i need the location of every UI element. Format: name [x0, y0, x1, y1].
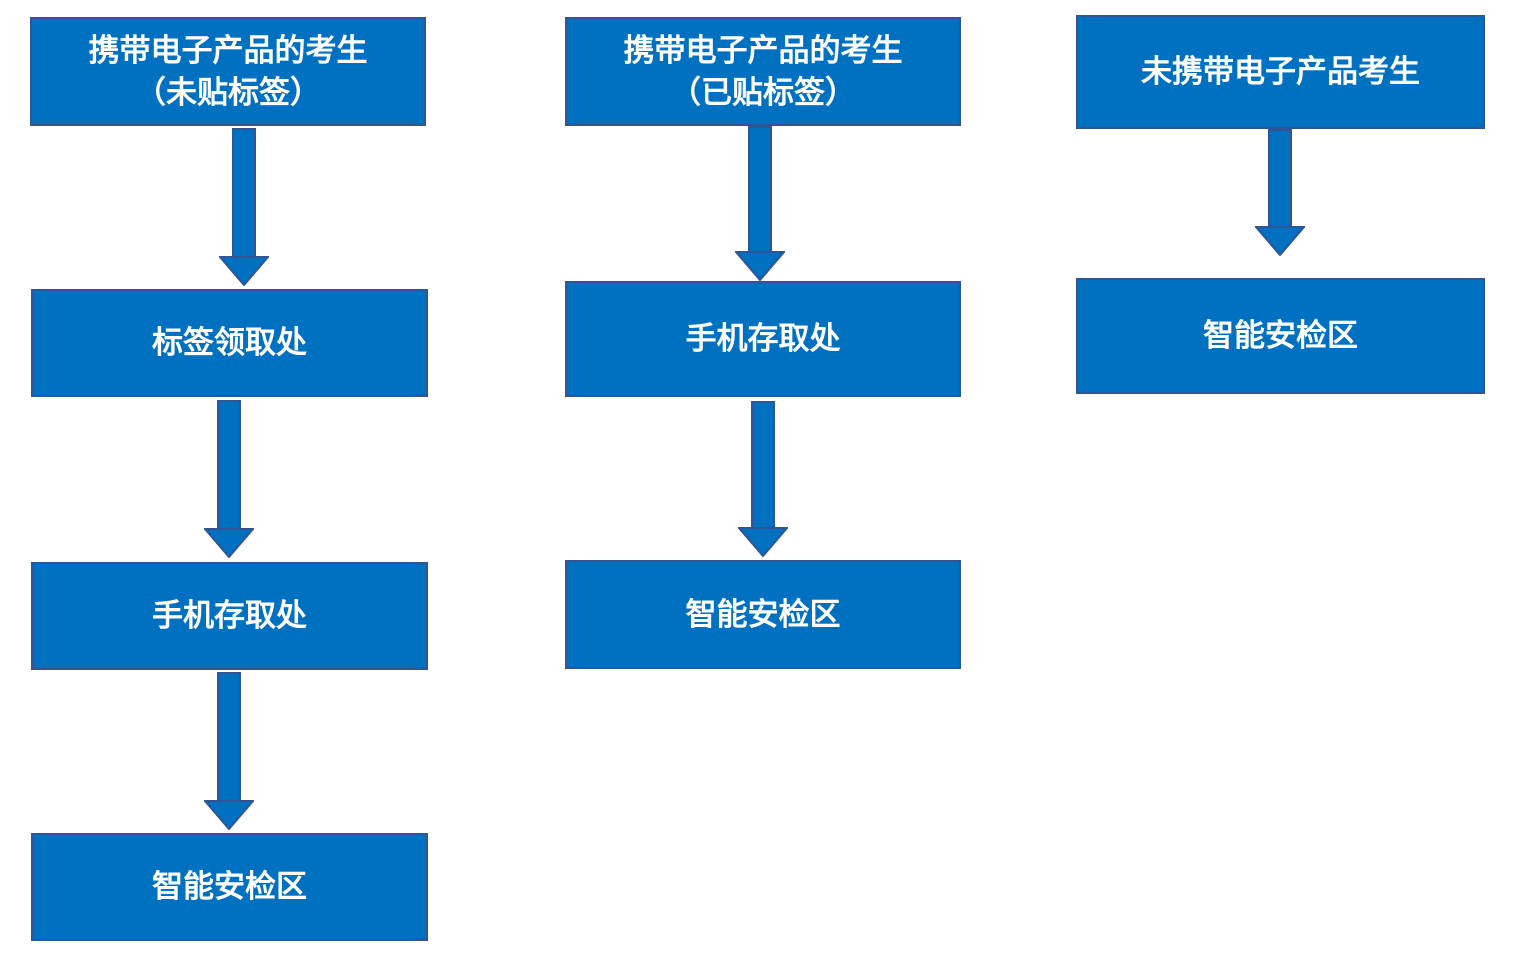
flow3-arrow-1 [1255, 129, 1305, 256]
flow1-step1-label: 标签领取处 [152, 325, 307, 361]
flow1-step1-box: 标签领取处 [31, 289, 428, 397]
flow2-end-label: 智能安检区 [685, 596, 841, 633]
flow1-arrow-3 [204, 672, 254, 830]
flow1-start-box: 携带电子产品的考生 （未贴标签） [30, 17, 426, 126]
flow2-start-line2: （已贴标签） [670, 74, 856, 111]
flow1-step2-box: 手机存取处 [31, 562, 428, 670]
flow1-end-box: 智能安检区 [31, 833, 428, 941]
flow1-start-line2: （未贴标签） [135, 74, 321, 111]
flow2-start-line1: 携带电子产品的考生 [623, 32, 903, 69]
flow1-step2-label: 手机存取处 [152, 598, 307, 634]
flow2-arrow-1 [735, 126, 785, 281]
flow2-end-box: 智能安检区 [565, 560, 961, 669]
flow2-step1-box: 手机存取处 [565, 281, 961, 397]
flow1-start-line1: 携带电子产品的考生 [88, 32, 368, 69]
flow2-arrow-2 [738, 401, 788, 557]
flow1-arrow-1 [219, 128, 269, 286]
flow2-start-box: 携带电子产品的考生 （已贴标签） [565, 17, 961, 126]
flow3-end-box: 智能安检区 [1076, 278, 1485, 394]
flow1-arrow-2 [204, 400, 254, 558]
flow3-end-label: 智能安检区 [1203, 318, 1358, 354]
flow3-start-line1: 未携带电子产品考生 [1141, 54, 1420, 90]
flow3-start-box: 未携带电子产品考生 [1076, 15, 1485, 129]
flow2-step1-label: 手机存取处 [685, 321, 841, 357]
flow1-end-label: 智能安检区 [152, 869, 307, 905]
